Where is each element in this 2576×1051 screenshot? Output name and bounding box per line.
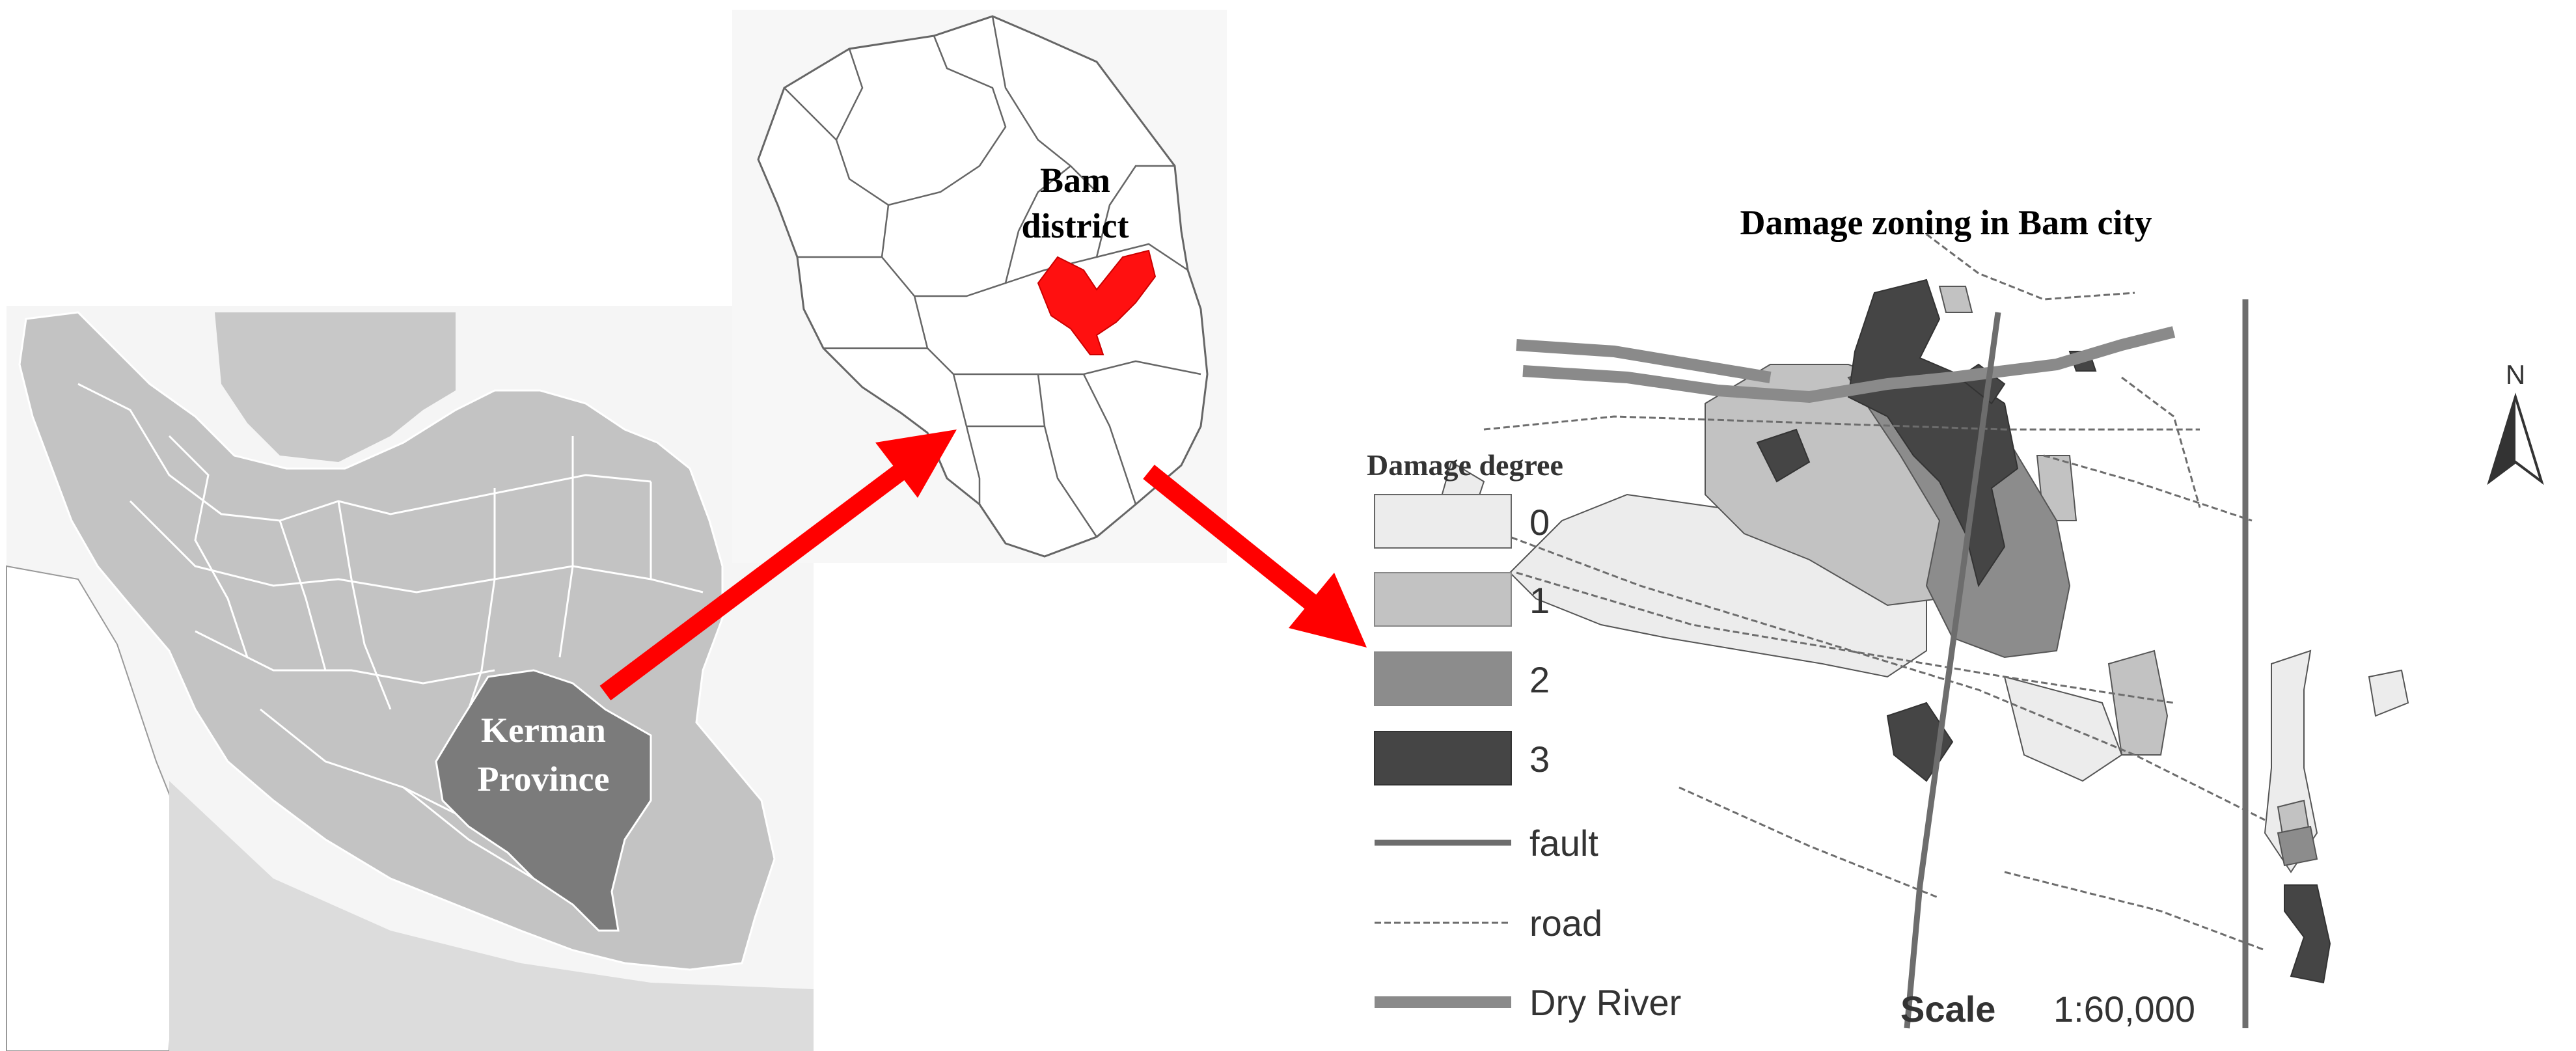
fault-lines (1904, 299, 2249, 1029)
north-arrow-icon: N (2487, 359, 2544, 485)
district-borders (784, 16, 1201, 538)
iran-map: Kerman Province (0, 306, 820, 1051)
dry-river-lines (1516, 326, 2176, 403)
legend-label-dry-river: Dry River (1529, 982, 1681, 1023)
bam-label-line1: Bam (1040, 161, 1110, 200)
kerman-label-line1: Kerman (481, 711, 606, 750)
kerman-label-line2: Province (478, 759, 610, 798)
bam-label-line2: district (1022, 206, 1129, 245)
legend-label-fault: fault (1529, 823, 1598, 864)
legend-label-3: 3 (1529, 739, 1550, 780)
caspian-sea (215, 312, 456, 462)
legend-swatch-0 (1374, 494, 1512, 549)
legend-label-0: 0 (1529, 502, 1550, 543)
scale-value: 1:60,000 (2053, 989, 2195, 1030)
kerman-province (435, 669, 652, 932)
road-lines (1483, 233, 2266, 951)
arrow-province-to-city (1143, 465, 1367, 648)
city-map: Damage zoning in Bam city (1354, 182, 2576, 1051)
north-label: N (2506, 359, 2525, 390)
bam-district (1037, 249, 1157, 355)
legend-title: Damage degree (1367, 448, 1563, 482)
legend-swatch-1 (1374, 572, 1512, 627)
scale-label: Scale (1900, 989, 1995, 1030)
legend-label-road: road (1529, 903, 1602, 944)
legend: Damage degree 0 1 2 3 fault road Dry Riv… (1367, 448, 1681, 1023)
province-map: Bam district (732, 10, 1240, 563)
legend-swatch-3 (1374, 731, 1512, 785)
legend-swatch-2 (1374, 651, 1512, 706)
city-map-title: Damage zoning in Bam city (1740, 203, 2152, 242)
legend-label-1: 1 (1529, 580, 1550, 621)
legend-label-2: 2 (1529, 659, 1550, 700)
arrow-iran-to-province (599, 430, 957, 701)
persian-gulf (169, 781, 814, 1051)
